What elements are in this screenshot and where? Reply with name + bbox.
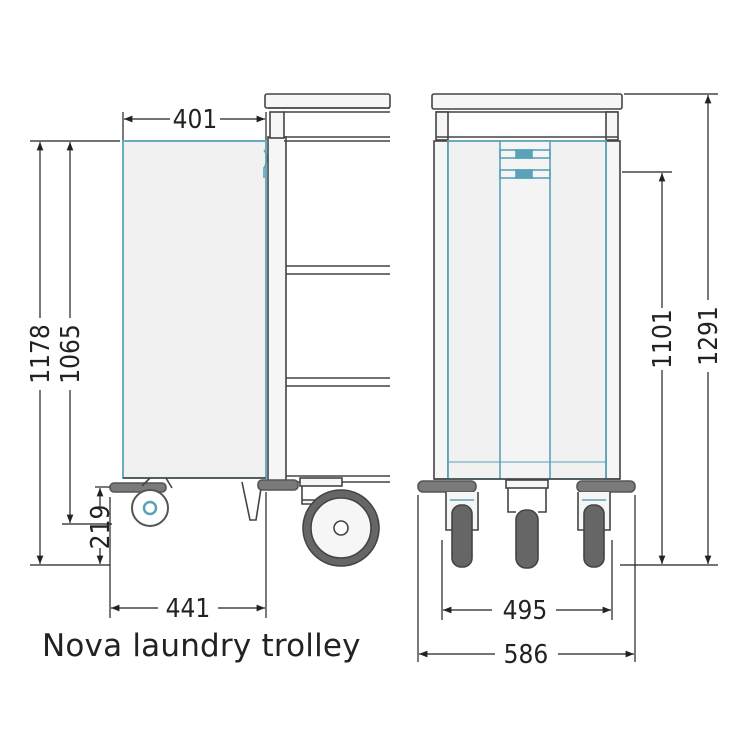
dim-wheel-track: 495	[503, 596, 548, 626]
front-center-wheel	[515, 509, 539, 569]
dim-width-top: 401	[173, 105, 218, 135]
front-left-bumper	[417, 480, 477, 493]
dimension-labels: 401 1178 1065 219 441 1101 1291 495 586	[26, 105, 724, 670]
dim-height-front-body: 1101	[648, 309, 678, 369]
side-dimensions	[30, 112, 267, 618]
front-left-wheel	[451, 504, 473, 568]
dim-height-front-total: 1291	[694, 306, 724, 366]
front-right-bumper	[576, 480, 636, 493]
dim-depth-base: 441	[166, 594, 211, 624]
front-right-post	[605, 140, 621, 480]
product-caption: Nova laundry trolley	[42, 628, 361, 664]
side-frame-post	[267, 136, 287, 483]
side-bag-body	[122, 140, 267, 479]
front-right-wheel	[583, 504, 605, 568]
dim-width-total: 586	[504, 640, 549, 670]
side-right-bumper	[257, 479, 299, 491]
dim-height-total-side: 1178	[26, 324, 56, 384]
front-view	[417, 93, 636, 569]
front-left-post	[433, 140, 449, 480]
dim-height-body-side: 1065	[56, 324, 86, 384]
front-top-lid	[431, 93, 623, 110]
side-top-lid	[264, 93, 391, 109]
side-view	[109, 93, 391, 567]
dim-base-height: 219	[86, 505, 116, 550]
front-dimensions	[417, 93, 718, 662]
